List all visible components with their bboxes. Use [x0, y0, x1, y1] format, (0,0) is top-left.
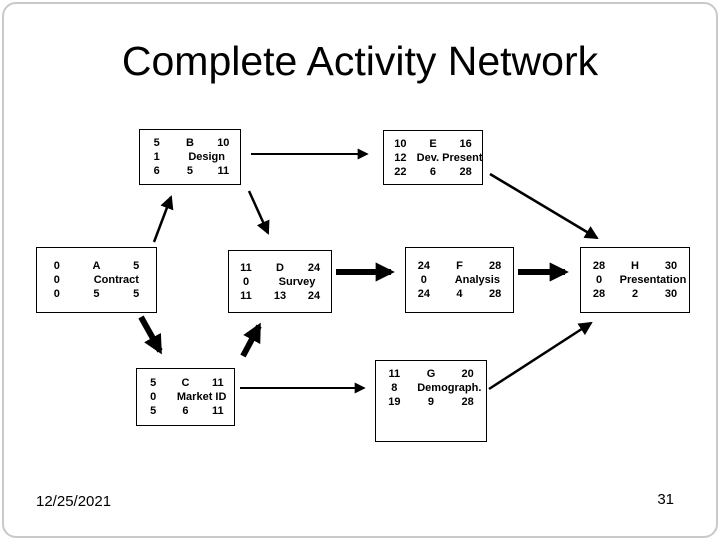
node-late-finish: 28: [459, 165, 472, 178]
arrow-b-to-d: [247, 190, 270, 235]
node-name: Contract: [93, 274, 139, 286]
node-slack: 8: [391, 382, 398, 394]
node-late-finish: 28: [489, 288, 502, 300]
node-slack: 0: [150, 391, 157, 403]
node-late-finish: 28: [461, 396, 474, 408]
node-duration: 4: [456, 288, 463, 300]
node-late-finish: 24: [307, 289, 321, 302]
node-letter: G: [426, 368, 436, 380]
node-name: Survey: [278, 275, 316, 288]
activity-node-b: 5 B 10 1 Design 6 5 11: [139, 129, 241, 185]
node-name: Design: [188, 151, 225, 163]
node-duration: 13: [273, 289, 287, 302]
node-late-start: 19: [388, 396, 401, 408]
node-slack: 12: [394, 151, 407, 164]
activity-node-e: 10 E 16 12 Dev. Present 22 6 28: [383, 130, 483, 185]
node-letter: D: [276, 261, 284, 274]
node-letter: E: [429, 137, 437, 150]
node-early-start: 11: [388, 368, 401, 380]
activity-node-a: 0 A 5 0 Contract 0 5 5: [36, 247, 157, 313]
node-early-finish: 5: [133, 260, 140, 272]
node-duration: 9: [427, 396, 435, 408]
node-early-finish: 30: [664, 260, 678, 272]
node-duration: 6: [429, 165, 437, 178]
node-early-start: 28: [592, 260, 606, 272]
node-late-start: 22: [394, 165, 407, 178]
node-name: Presentation: [619, 274, 687, 286]
node-late-finish: 5: [133, 288, 140, 300]
arrow-a-to-c: [138, 315, 163, 355]
node-early-finish: 24: [307, 261, 321, 274]
node-letter: C: [181, 377, 190, 389]
node-early-start: 0: [53, 260, 60, 272]
node-late-start: 5: [150, 405, 157, 417]
node-slack: 0: [242, 275, 250, 288]
arrow-a-to-b: [152, 195, 174, 243]
node-name: Dev. Present: [416, 151, 483, 164]
activity-node-d: 11 D 24 0 Survey 11 13 24: [228, 250, 332, 313]
node-name: Analysis: [454, 274, 500, 286]
node-name: Market ID: [176, 391, 227, 403]
node-letter: F: [456, 260, 463, 272]
slide-date: 12/25/2021: [36, 493, 112, 510]
node-early-finish: 20: [461, 368, 474, 380]
node-late-finish: 11: [217, 165, 230, 177]
node-early-finish: 16: [459, 137, 472, 150]
node-late-finish: 11: [212, 405, 224, 417]
slide-page-number: 31: [657, 491, 674, 508]
node-name: Demograph.: [417, 382, 482, 394]
node-late-start: 6: [153, 165, 160, 177]
node-slack: 0: [420, 274, 427, 286]
page-title: Complete Activity Network: [121, 38, 599, 84]
node-early-finish: 10: [217, 137, 230, 149]
arrow-e-to-h: [489, 172, 599, 240]
node-late-start: 28: [592, 288, 606, 300]
node-early-finish: 11: [212, 377, 224, 389]
activity-node-h: 28 H 30 0 Presentation 28 2 30: [580, 247, 690, 313]
node-early-start: 11: [240, 261, 252, 274]
activity-node-f: 24 F 28 0 Analysis 24 4 28: [405, 247, 514, 313]
node-early-start: 24: [417, 260, 430, 272]
node-early-start: 5: [150, 377, 157, 389]
node-late-start: 24: [417, 288, 430, 300]
node-late-start: 11: [240, 289, 252, 302]
node-slack: 0: [53, 274, 60, 286]
activity-node-g: 11 G 20 8 Demograph. 19 9 28: [375, 360, 487, 442]
node-early-finish: 28: [489, 260, 502, 272]
node-early-start: 10: [394, 137, 407, 150]
arrow-c-to-d: [240, 322, 262, 358]
node-duration: 5: [186, 165, 194, 177]
arrow-g-to-h: [488, 321, 593, 391]
node-letter: H: [631, 260, 639, 272]
node-early-start: 5: [153, 137, 160, 149]
node-late-finish: 30: [664, 288, 678, 300]
node-duration: 5: [93, 288, 100, 300]
node-letter: B: [186, 137, 194, 149]
node-duration: 2: [631, 288, 639, 300]
node-slack: 0: [595, 274, 603, 286]
node-letter: A: [92, 260, 101, 272]
node-late-start: 0: [53, 288, 60, 300]
node-slack: 1: [153, 151, 160, 163]
activity-node-c: 5 C 11 0 Market ID 5 6 11: [136, 368, 235, 426]
node-duration: 6: [182, 405, 189, 417]
